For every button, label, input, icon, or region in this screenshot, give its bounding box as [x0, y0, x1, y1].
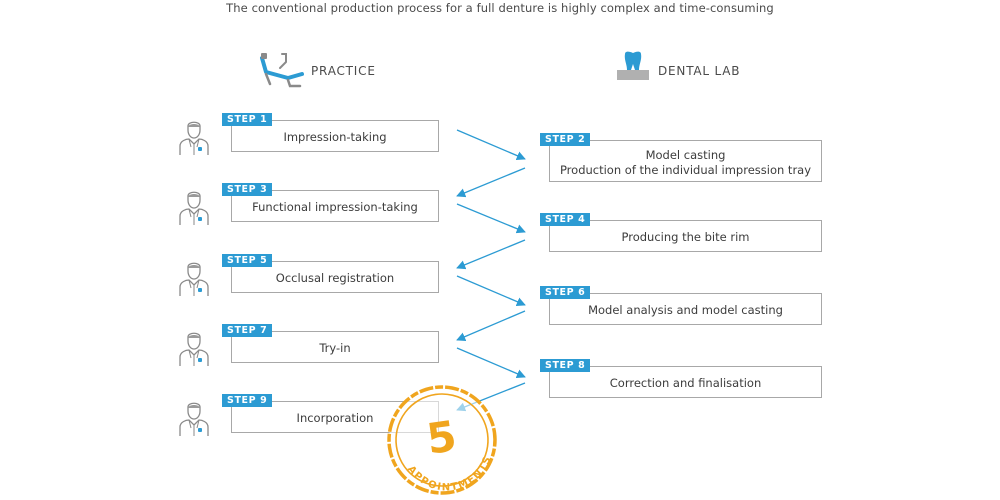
step-9-text: Incorporation	[296, 411, 374, 425]
arrow-step7-to-step8	[456, 347, 526, 378]
arrow-step2-to-step3	[456, 167, 526, 198]
arrow-step8-to-step9	[456, 382, 526, 412]
step-2-tag: STEP 2	[540, 133, 591, 146]
arrow-step4-to-step5	[456, 239, 526, 270]
step-6-text: Model analysis and model casting	[588, 303, 783, 317]
step-4-box: Producing the bite rim	[549, 220, 822, 252]
step-5-text: Occlusal registration	[275, 271, 395, 285]
tooth-model-icon	[617, 51, 649, 80]
arrow-step6-to-step7	[456, 310, 526, 341]
arrow-step3-to-step4	[456, 203, 526, 234]
step-1-text: Impression-taking	[283, 130, 387, 144]
step-3-text: Functional impression-taking	[252, 200, 418, 214]
step-4-text: Producing the bite rim	[621, 230, 750, 244]
step-1-tag: STEP 1	[222, 113, 273, 126]
step-7-text: Try-in	[319, 341, 351, 355]
step-3-tag: STEP 3	[222, 183, 273, 196]
arrow-step5-to-step6	[456, 275, 526, 306]
arrow-step1-to-step2	[456, 129, 526, 160]
step-4-tag: STEP 4	[540, 213, 591, 226]
dentist-icon	[179, 191, 209, 225]
dentist-icon	[179, 262, 209, 296]
step-5-tag: STEP 5	[222, 254, 273, 267]
step-2-text: Production of the individual impression …	[559, 162, 812, 177]
step-6-box: Model analysis and model casting	[549, 293, 822, 325]
step-8-text: Correction and finalisation	[609, 376, 762, 390]
step-7-tag: STEP 7	[222, 324, 273, 337]
step-8-box: Correction and finalisation	[549, 366, 822, 398]
dentist-icon	[179, 121, 209, 155]
practice-column-header: PRACTICE	[311, 64, 376, 78]
dental-chair-icon	[260, 53, 304, 88]
step-2-text: Model casting	[645, 147, 726, 162]
dentist-icon	[179, 332, 209, 366]
step-8-tag: STEP 8	[540, 359, 591, 372]
dental-lab-column-header: DENTAL LAB	[658, 64, 741, 78]
dentist-icon	[179, 402, 209, 436]
page-title: The conventional production process for …	[226, 1, 774, 15]
step-6-tag: STEP 6	[540, 286, 591, 299]
step-9-tag: STEP 9	[222, 394, 273, 407]
